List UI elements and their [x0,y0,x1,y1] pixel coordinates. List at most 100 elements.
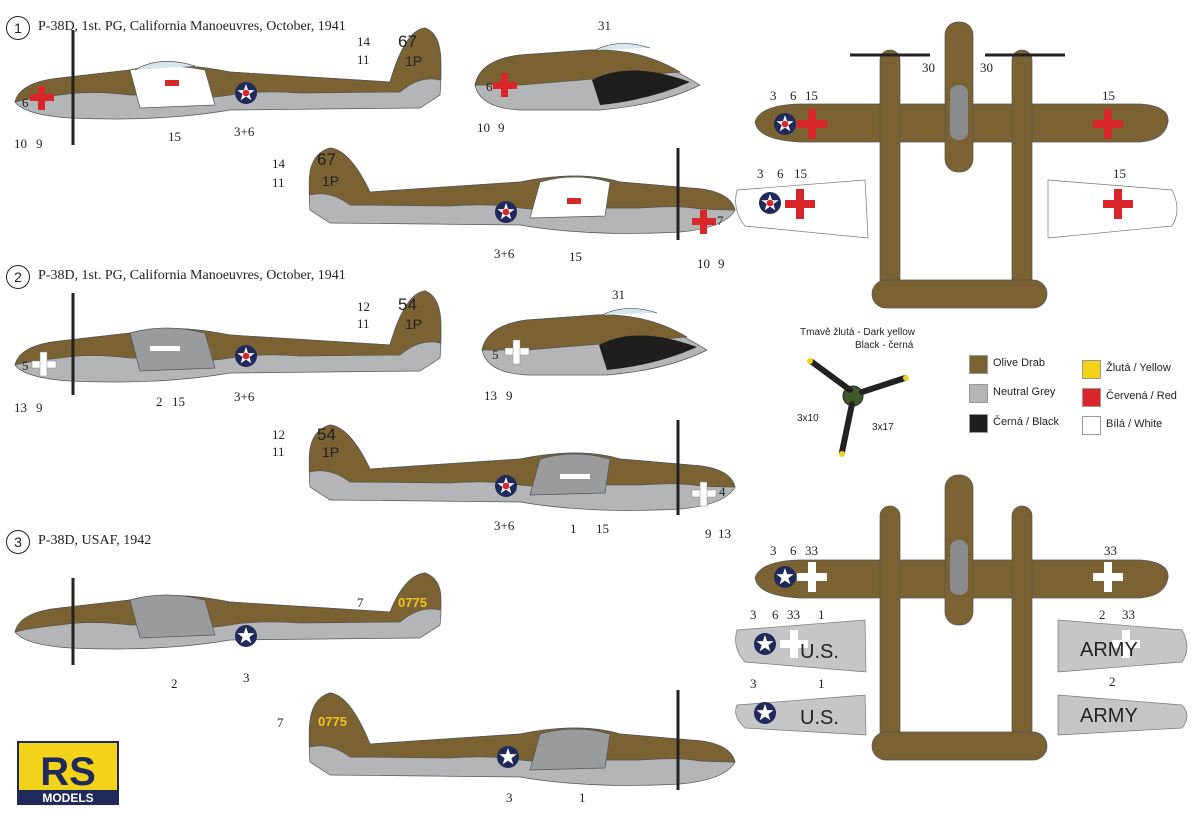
callout: 3 [770,88,777,103]
callout: 9 [36,136,43,151]
legend-swatch-black [969,414,988,433]
callout: 9 [498,120,505,135]
callout: 13 [484,388,497,403]
callout: 2 [156,394,163,409]
logo-rs: RS [40,750,96,794]
scheme-3-number: 3 [6,530,30,554]
callout: 3 [770,543,777,558]
callout: 3+6 [234,389,255,404]
callout: 2 [1099,607,1106,622]
callout: 13 [718,526,731,541]
callout: 6 [790,88,797,103]
scheme3-side-right [308,690,736,790]
callout: 6 [22,95,29,110]
callout: 33 [1104,543,1117,558]
s1-tail-top: 67 [398,32,417,51]
legend-label: Neutral Grey [993,386,1056,398]
callout: 11 [357,316,370,331]
scheme2-side-right [308,420,736,515]
scheme2-side-left [14,290,442,395]
callout: 1 [818,676,825,691]
callout: 30 [980,60,993,75]
scheme-1-title: P-38D, 1st. PG, California Manoeuvres, O… [38,19,346,34]
callout: 3 [506,790,513,805]
legend-swatch-red [1082,388,1101,407]
callout: 6 [772,607,779,622]
scheme2-canopy-detail [481,308,708,376]
callout: 3 [243,670,250,685]
callout: 1 [570,521,577,536]
wing-us-2: U.S. [800,707,839,729]
s2-tail-bottom: 1P [405,316,422,332]
callout: 15 [794,166,807,181]
wing-us-1: U.S. [800,641,839,663]
callout: 10 [477,120,490,135]
scheme-2-title: P-38D, 1st. PG, California Manoeuvres, O… [38,268,346,283]
wing-army-2: ARMY [1080,705,1138,727]
callout: 9 [705,526,712,541]
s1b-tail-bottom: 1P [322,173,339,189]
callout: 15 [805,88,818,103]
callout: 9 [718,256,725,271]
callout: 9 [506,388,513,403]
callout: 15 [596,521,609,536]
callout: 10 [697,256,710,271]
callout: 1 [818,607,825,622]
legend-swatch-neutral-grey [969,384,988,403]
callout: 3 [750,676,757,691]
callout: 3 [750,607,757,622]
s1b-tail-top: 67 [317,150,336,169]
s2b-tail-top: 54 [317,425,336,444]
scheme3-side-left [14,572,442,665]
callout: 15 [1102,88,1115,103]
callout: 1 [579,790,586,805]
callout: 5 [22,358,29,373]
callout: 15 [168,129,181,144]
legend-label: Bílá / White [1106,418,1163,430]
s1-tail-bottom: 1P [405,53,422,69]
callout: 15 [1113,166,1126,181]
callout: 14 [357,34,370,49]
callout: 3 [757,166,764,181]
rs-models-logo: RS MODELS [17,741,119,805]
prop-label-yellow: Tmavě žlutá - Dark yellow [800,327,916,338]
planform-top-view-1 [735,21,1178,309]
callout: 15 [569,249,582,264]
callout: 3+6 [494,246,515,261]
callout: 12 [272,427,285,442]
callout: 12 [357,299,370,314]
legend-label: Žlutá / Yellow [1106,362,1171,374]
callout: 11 [272,444,285,459]
propeller-diagram [807,358,909,457]
callout: 7 [277,715,284,730]
legend-swatch-olive-drab [969,355,988,374]
legend-label: Černá / Black [993,416,1060,428]
callout: 30 [922,60,935,75]
callout: 33 [787,607,800,622]
callout: 5 [492,347,499,362]
s3-tail-code: 0775 [398,595,427,610]
callout: 11 [357,52,370,67]
callout: 4 [719,484,726,499]
callout: 6 [777,166,784,181]
callout: 6 [790,543,797,558]
s2-tail-top: 54 [398,295,417,314]
legend-swatch-white [1082,416,1101,435]
legend-label: Červená / Red [1106,390,1177,402]
prop-label-black: Black - černá [855,340,914,351]
callout: 6 [486,79,493,94]
callout: 3+6 [494,518,515,533]
wing-army-1: ARMY [1080,639,1138,661]
legend-label: Olive Drab [993,357,1045,369]
scheme-1-number: 1 [6,16,30,40]
callout: 7 [357,595,364,610]
callout: 7 [717,213,724,228]
callout: 13 [14,400,27,415]
logo-models: MODELS [42,791,93,805]
callout: 2 [171,676,178,691]
scheme1-canopy-detail [474,43,701,111]
s2b-tail-bottom: 1P [322,444,339,460]
callout: 31 [612,287,625,302]
scheme1-side-right [308,147,736,240]
